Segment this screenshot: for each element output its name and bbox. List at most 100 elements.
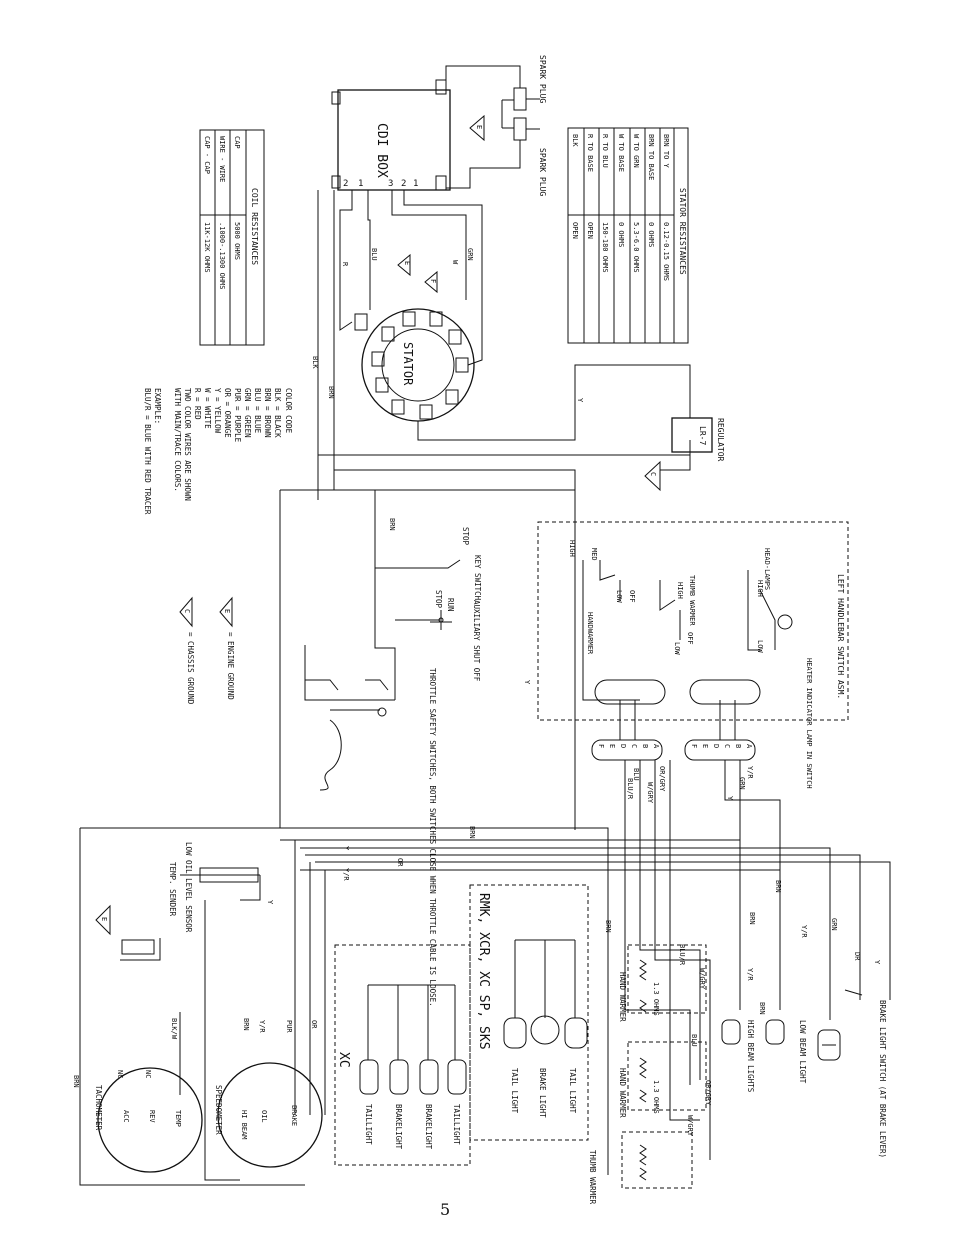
- ground-e-symbol-2: E: [403, 261, 411, 265]
- wire-label-brn-top: BRN: [327, 386, 335, 399]
- connector-b-pin-a: A: [745, 744, 753, 749]
- rear-lights-group-b: XC TAILLIGHT BRAKELIGHT BRAKELIGHT TAILL…: [334, 944, 471, 1166]
- wire-label-y-sensor: Y: [266, 900, 274, 905]
- spark-plug-bottom-label: SPARK PLUG: [538, 148, 547, 196]
- stator-row-1-value: 0.12-0.15 OHMS: [662, 222, 670, 281]
- wire-label-yr-con: Y/R: [746, 766, 754, 779]
- regulator-model: LR-7: [698, 426, 707, 445]
- color-code-line-10: TWO COLOR WIRES ARE SHOWN: [183, 388, 192, 501]
- coil-row-3-value: 11K-12K OHMS: [203, 222, 211, 273]
- regulator: REGULATOR LR-7 C: [644, 417, 725, 492]
- connector-b-pin-c: C: [723, 744, 731, 748]
- stop-label: STOP: [461, 527, 470, 546]
- tail-light-b-label: TAIL LIGHT: [568, 1068, 577, 1114]
- connector-b-pin-f: F: [690, 744, 698, 748]
- gauge-temp: TEMP: [174, 1110, 182, 1127]
- models-group-a-label: RMK, XCR, XC SP, SKS: [476, 893, 491, 1050]
- wire-label-y-top: Y: [576, 398, 584, 403]
- high-label: HIGH: [756, 580, 764, 597]
- cdi-pin-1: 2: [343, 179, 348, 189]
- low3-label: LOW: [615, 590, 623, 603]
- wire-label-w-top: W: [451, 260, 459, 265]
- color-code-line-3: BLU = BLUE: [253, 388, 262, 434]
- speedometer: SPEEDOMETER BRAKE OIL HI BEAM: [214, 1062, 323, 1168]
- color-code-line-7: Y = YELLOW: [213, 388, 222, 434]
- throttle-note: THROTTLE SAFETY SWITCHES, BOTH SWITCHES …: [428, 668, 437, 1007]
- low-beam-label: LOW BEAM LIGHT: [798, 1020, 807, 1084]
- wire-label-brn-key: BRN: [388, 518, 396, 531]
- gauge-brake: BRAKE: [290, 1105, 298, 1126]
- stator-label: STATOR: [401, 342, 415, 386]
- tail-light-a-label: TAIL LIGHT: [510, 1068, 519, 1114]
- chassis-ground-label: = CHASSIS GROUND: [186, 632, 195, 705]
- wire-label-y-bl: Y: [873, 960, 881, 965]
- wire-label-blk-top: BLK: [311, 356, 319, 369]
- color-code-line-1: BLK = BLACK: [273, 388, 282, 438]
- hand-warmer-b-label: HAND WARMER: [618, 1068, 627, 1118]
- wire-label-brn-hw: BRN: [604, 920, 612, 933]
- med-label: MED: [590, 548, 598, 561]
- wire-label-wgry-tw: W/GRY: [686, 1115, 694, 1137]
- brake-light-switch: BRAKE LIGHT SWITCH (AT BRAKE LEVER): [844, 989, 887, 1158]
- color-code-line-6: OR = ORANGE: [223, 388, 232, 438]
- wire-label-brn-hb2: BRN: [748, 912, 756, 925]
- wire-label-yr-hb2: Y/R: [746, 968, 754, 981]
- left-handlebar-label: LEFT HANDLEBAR SWITCH ASM.: [836, 574, 845, 699]
- color-code-line-9: R = RED: [193, 388, 202, 420]
- color-code-line-13: BLU/R = BLUE WITH RED TRACER: [143, 388, 152, 515]
- color-code-title: COLOR CODE: [284, 388, 293, 434]
- stator-row-4-value: 0 OHMS: [617, 222, 625, 247]
- cdi-pin-4: 2: [401, 179, 406, 189]
- wire-label-dr-bl: DR: [853, 952, 861, 961]
- ground-e-symbol-1: E: [475, 125, 483, 129]
- handwarmer-switch-label: HANDWARMER: [586, 612, 594, 655]
- wire-label-pur: PUR: [285, 1020, 293, 1033]
- brakelight-1-label: BRAKELIGHT: [394, 1104, 403, 1150]
- connector-a: A B C D E F: [591, 739, 663, 761]
- connector-b: A B C D E F: [684, 739, 756, 761]
- wire-label-blur-con: BLU/R: [626, 778, 634, 800]
- wire-label-blu-hw: BLU: [690, 1034, 698, 1047]
- stator-row-7-label: BLK: [571, 134, 579, 147]
- cdi-pin-3: 3: [388, 179, 393, 189]
- wire-label-blu-top: BLU: [370, 248, 378, 261]
- color-code-line-11: WITH MAIN/TRACE COLORS.: [173, 388, 182, 492]
- coil-row-1-value: 5000 OHMS: [233, 222, 241, 260]
- speedometer-label: SPEEDOMETER: [214, 1085, 223, 1135]
- high3-label: HIGH: [568, 540, 576, 557]
- models-group-b-label: XC: [336, 1052, 351, 1068]
- stator-resistance-table: STATOR RESISTANCES BRN TO Y 0.12-0.15 OH…: [567, 127, 689, 344]
- stator-row-7-value: OPEN: [571, 222, 579, 239]
- connector-a-pin-e: E: [608, 744, 616, 748]
- off-label: OFF: [686, 632, 694, 645]
- color-code-line-12: EXAMPLE:: [153, 388, 162, 424]
- connector-a-pin-d: D: [619, 744, 627, 748]
- brake-light-switch-label: BRAKE LIGHT SWITCH (AT BRAKE LEVER): [878, 1000, 887, 1158]
- low-label: LOW: [756, 640, 764, 653]
- stator: STATOR: [354, 308, 475, 422]
- ohms-b-label: 1.3 OHMS: [652, 1080, 660, 1114]
- ground-e-symbol-3: E: [100, 917, 108, 921]
- legend-ground-c: C: [183, 609, 191, 613]
- gauge-nc-1: NC: [116, 1070, 124, 1078]
- low-beam-light: LOW BEAM LIGHT: [798, 1020, 841, 1084]
- stator-table-title: STATOR RESISTANCES: [678, 188, 687, 275]
- wire-label-brn-gauge: BRN: [242, 1018, 250, 1031]
- headlamps-label: HEAD-LAMPS: [763, 548, 771, 590]
- coil-row-3-label: CAP - CAP: [203, 136, 211, 174]
- coil-table-title: COIL RESISTANCES: [250, 188, 259, 265]
- gauge-nc-2: NC: [144, 1070, 152, 1078]
- brakelight-2-label: BRAKELIGHT: [424, 1104, 433, 1150]
- wire-label-y-con: Y: [726, 796, 734, 801]
- cdi-pin-2: 1: [358, 179, 363, 189]
- wire-label-y-bus2: Y: [342, 846, 350, 851]
- stator-row-6-value: OPEN: [586, 222, 594, 239]
- connector-b-pin-e: E: [701, 744, 709, 748]
- wire-label-or-bus: OR: [396, 858, 404, 867]
- brake-light-label: BRAKE LIGHT: [538, 1068, 547, 1118]
- aux-shutoff-label: AUXILIARY SHUT OFF: [472, 600, 481, 682]
- rear-lights-group-a: RMK, XCR, XC SP, SKS TAIL LIGHT BRAKE LI…: [469, 884, 589, 1141]
- harness-wiring: BRN Y OR Y/R Y Y BLK/W BRN Y/R PUR OR BR…: [72, 490, 891, 1186]
- cdi-pin-5: 1: [413, 179, 418, 189]
- wire-label-orgry-hw: OR/GRY: [704, 1080, 712, 1106]
